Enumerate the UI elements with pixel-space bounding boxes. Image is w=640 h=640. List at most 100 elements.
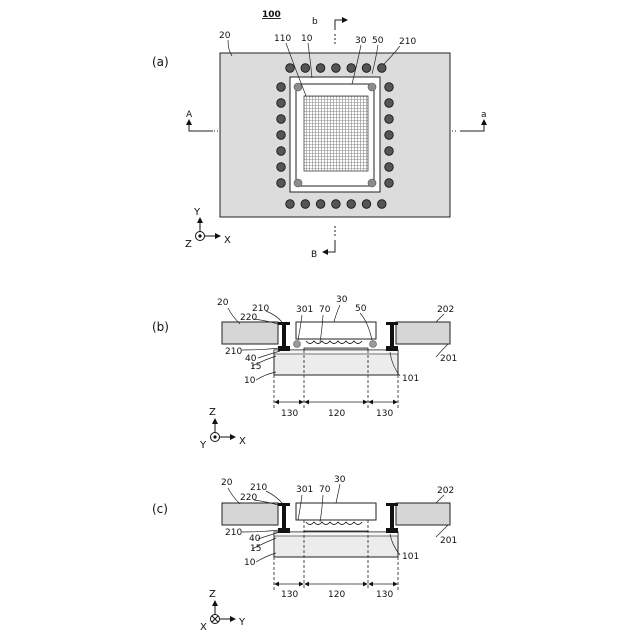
solder-ball bbox=[385, 179, 394, 188]
ref-a-20: 20 bbox=[219, 31, 231, 41]
ref-b-20: 20 bbox=[217, 298, 229, 308]
axis-b-x: X bbox=[239, 436, 246, 447]
ref-b-10: 10 bbox=[244, 376, 256, 386]
axis-a-z: Z bbox=[185, 239, 192, 250]
solder-ball bbox=[277, 99, 286, 108]
board-20-left bbox=[222, 322, 278, 344]
axis-c-y: Y bbox=[238, 617, 246, 628]
ref-b-50: 50 bbox=[355, 304, 367, 314]
ref-c-210-bottom: 210 bbox=[225, 528, 242, 538]
ref-c-15: 15 bbox=[250, 544, 261, 554]
panel-a-label: (a) bbox=[152, 55, 169, 69]
axes-c: Z Y X bbox=[200, 589, 246, 633]
axis-c-x: X bbox=[200, 622, 207, 633]
dim-b-130-right: 130 bbox=[376, 409, 393, 419]
solder-ball bbox=[277, 83, 286, 92]
panel-c-label: (c) bbox=[152, 502, 168, 516]
section-B: B bbox=[311, 250, 317, 260]
dim-b-130-left: 130 bbox=[281, 409, 298, 419]
solder-ball bbox=[277, 131, 286, 140]
panel-b: (b) 130 120 130 bbox=[152, 295, 457, 451]
solder-ball bbox=[332, 64, 341, 73]
axis-a-x: X bbox=[224, 235, 231, 246]
ref-a-210: 210 bbox=[399, 37, 416, 47]
solder-ball bbox=[301, 200, 310, 209]
ref-b-210-bottom: 210 bbox=[225, 347, 242, 357]
solder-ball bbox=[385, 163, 394, 172]
section-b: b bbox=[312, 17, 318, 27]
pixel-area-110 bbox=[304, 96, 368, 171]
ref-c-30: 30 bbox=[334, 475, 346, 485]
package-30-c bbox=[296, 503, 376, 520]
ref-c-301: 301 bbox=[296, 485, 313, 495]
dim-c-120: 120 bbox=[328, 590, 345, 600]
ref-c-40: 40 bbox=[249, 534, 261, 544]
solder-ball bbox=[362, 64, 371, 73]
panel-a: (a) 100 20 110 10 30 50 210 bbox=[152, 10, 487, 260]
board-20-right bbox=[396, 322, 450, 344]
dim-c-130-right: 130 bbox=[376, 590, 393, 600]
solder-ball bbox=[385, 99, 394, 108]
solder-ball bbox=[277, 179, 286, 188]
dim-c-130-left: 130 bbox=[281, 590, 298, 600]
solder-ball bbox=[286, 64, 295, 73]
solder-ball bbox=[332, 200, 341, 209]
ref-a-30: 30 bbox=[355, 36, 367, 46]
ref-c-210-top: 210 bbox=[250, 483, 267, 493]
section-A: A bbox=[186, 110, 193, 120]
ref-c-70: 70 bbox=[319, 485, 331, 495]
solder-ball bbox=[347, 200, 356, 209]
solder-ball bbox=[378, 64, 387, 73]
ref-b-15: 15 bbox=[250, 362, 261, 372]
solder-ball bbox=[316, 64, 325, 73]
adhesive-50-left bbox=[294, 341, 301, 348]
board-20-right-c bbox=[396, 503, 450, 525]
panel-c: (c) 130 120 130 bbox=[152, 475, 457, 633]
solder-ball bbox=[385, 131, 394, 140]
board-20-left-c bbox=[222, 503, 278, 525]
solder-ball bbox=[286, 200, 295, 209]
layer-15 bbox=[274, 350, 398, 354]
ref-b-101: 101 bbox=[402, 374, 419, 384]
ref-b-201: 201 bbox=[440, 354, 457, 364]
solder-ball bbox=[277, 115, 286, 124]
solder-ball bbox=[362, 200, 371, 209]
ref-100: 100 bbox=[262, 10, 281, 20]
solder-ball bbox=[277, 163, 286, 172]
ref-c-101: 101 bbox=[402, 552, 419, 562]
axes-b: Z X Y bbox=[199, 407, 246, 451]
ref-c-202: 202 bbox=[437, 486, 454, 496]
solder-ball bbox=[385, 83, 394, 92]
layer-15-c bbox=[274, 532, 398, 536]
ref-c-20: 20 bbox=[221, 478, 233, 488]
axis-a-y: Y bbox=[193, 207, 201, 218]
solder-ball bbox=[378, 200, 387, 209]
solder-ball bbox=[316, 200, 325, 209]
axis-c-z: Z bbox=[209, 589, 216, 600]
ref-c-220: 220 bbox=[240, 493, 257, 503]
ref-b-301: 301 bbox=[296, 305, 313, 315]
ref-a-50: 50 bbox=[372, 36, 384, 46]
section-a: a bbox=[481, 110, 487, 120]
ref-c-10: 10 bbox=[244, 558, 256, 568]
ref-a-110: 110 bbox=[274, 34, 291, 44]
solder-ball bbox=[347, 64, 356, 73]
axis-b-y: Y bbox=[199, 440, 207, 451]
solder-ball bbox=[301, 64, 310, 73]
ref-b-220: 220 bbox=[240, 313, 257, 323]
solder-ball bbox=[385, 115, 394, 124]
ref-b-202: 202 bbox=[437, 305, 454, 315]
ref-b-30: 30 bbox=[336, 295, 348, 305]
ref-a-10: 10 bbox=[301, 34, 313, 44]
dim-b-120: 120 bbox=[328, 409, 345, 419]
package-30 bbox=[296, 322, 376, 339]
adhesive-50-right bbox=[370, 341, 377, 348]
microlens-70 bbox=[306, 341, 362, 344]
ref-c-201: 201 bbox=[440, 536, 457, 546]
axis-b-z: Z bbox=[209, 407, 216, 418]
microlens-70-c bbox=[306, 522, 362, 525]
ref-b-70: 70 bbox=[319, 305, 331, 315]
solder-ball bbox=[385, 147, 394, 156]
solder-ball bbox=[277, 147, 286, 156]
